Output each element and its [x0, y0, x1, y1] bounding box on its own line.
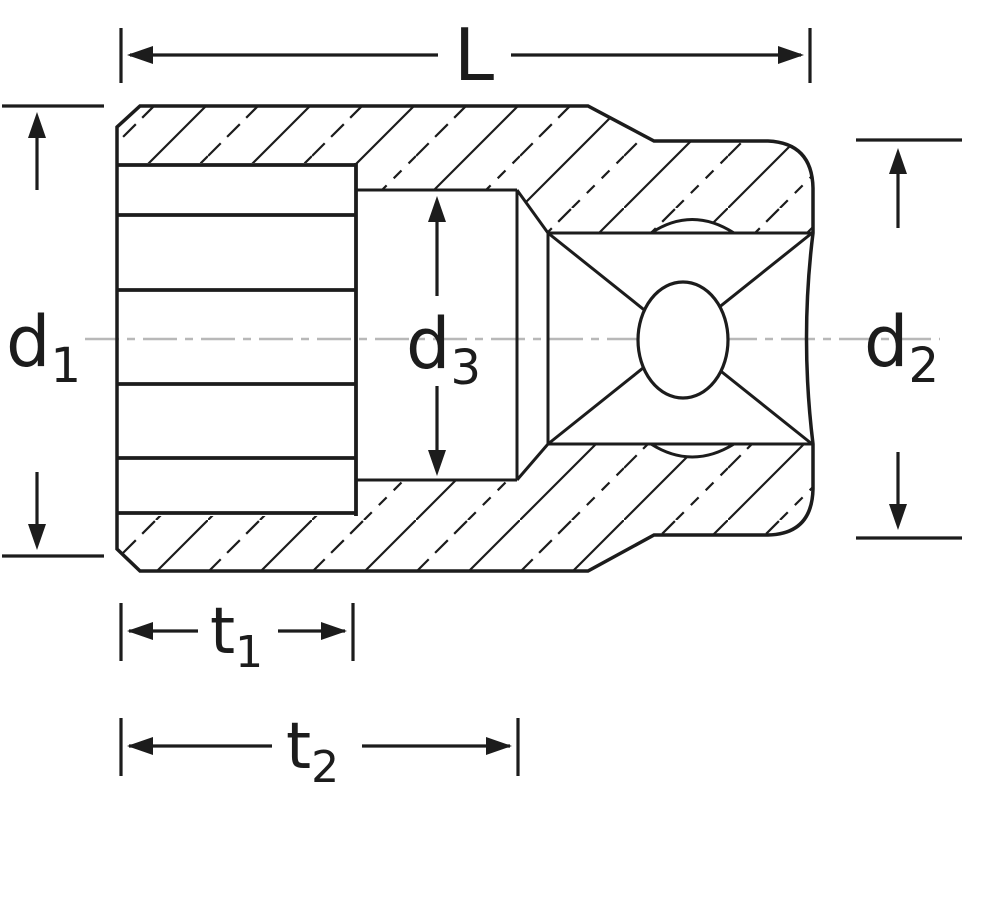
socket-opening-serrations: [117, 163, 358, 516]
ball-detent-bottom: [645, 442, 740, 459]
dim-label-t2: t2: [286, 710, 339, 793]
dim-label-d1: d1: [6, 301, 81, 394]
arrow-down-icon: [889, 504, 907, 530]
arrow-right-icon: [321, 622, 347, 640]
bore-and-drive-hole: [356, 190, 812, 480]
arrow-up-icon: [28, 112, 46, 138]
socket-outline: [115, 104, 815, 573]
arrow-right-icon: [778, 46, 804, 64]
dim-t1: t1: [119, 595, 355, 678]
dim-t2: t2: [119, 710, 520, 793]
d3-bore: [356, 188, 550, 482]
ball-detent-top: [645, 218, 740, 235]
arrow-left-icon: [127, 622, 153, 640]
dim-label-d2: d2: [864, 301, 939, 394]
dim-d2: d2: [856, 138, 962, 540]
pin-hole-ellipse: [636, 280, 730, 400]
dim-label-L: L: [454, 13, 494, 97]
dim-d1: d1: [2, 104, 104, 558]
arrow-down-icon: [28, 524, 46, 550]
dim-label-t1: t1: [210, 595, 263, 678]
arrow-right-icon: [486, 737, 512, 755]
socket-body: [85, 104, 940, 573]
dim-label-d3: d3: [406, 303, 481, 396]
arrow-left-icon: [127, 46, 153, 64]
arrow-up-icon: [889, 148, 907, 174]
arrow-up-icon: [428, 196, 446, 222]
arrow-down-icon: [428, 450, 446, 476]
arrow-left-icon: [127, 737, 153, 755]
dim-d3: d3: [406, 196, 481, 476]
dim-L: L: [119, 13, 812, 97]
